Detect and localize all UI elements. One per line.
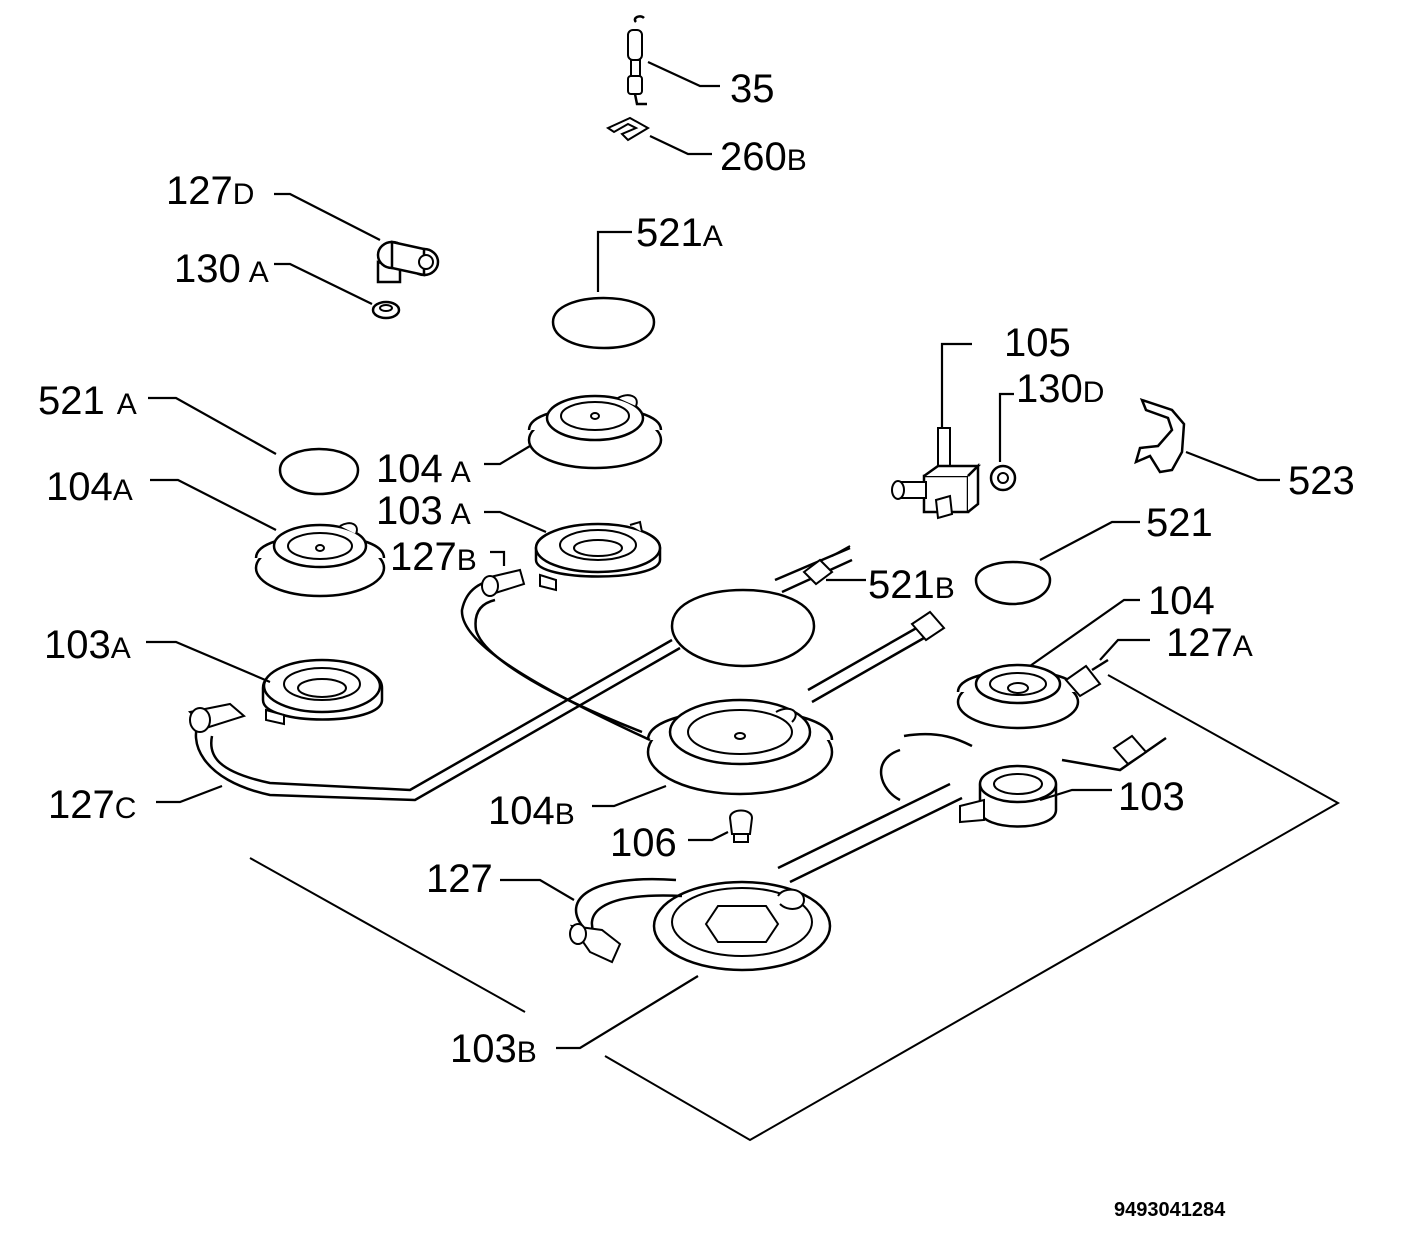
callout-104a-left: 104A	[46, 465, 133, 509]
callout-106: 106	[610, 821, 677, 865]
burner-head-part	[254, 522, 386, 598]
callout-103a-left: 103A	[44, 623, 131, 667]
callout-105: 105	[1004, 321, 1071, 365]
burner-cap-part	[278, 447, 360, 496]
clip-part	[605, 116, 650, 142]
thermocouple-part	[627, 15, 647, 106]
document-number: 9493041284	[1114, 1199, 1226, 1221]
callout-127b: 127B	[390, 535, 477, 579]
bracket-part	[1134, 397, 1186, 474]
burner-base-part	[959, 764, 1058, 828]
injector-jet-part	[728, 809, 754, 843]
burner-head-part	[646, 698, 834, 796]
callout-35: 35	[730, 67, 775, 111]
elbow-fitting-part	[376, 240, 440, 284]
callout-103: 103	[1118, 775, 1185, 819]
burner-cap-part	[974, 560, 1052, 606]
washer-part	[989, 464, 1017, 492]
callout-127a: 127A	[1166, 621, 1253, 665]
burner-head-part	[527, 394, 663, 470]
callout-521b: 521B	[868, 563, 955, 607]
burner-cap-part	[670, 588, 816, 668]
gas-tap-part	[891, 427, 982, 520]
burner-base-part	[261, 658, 384, 726]
callout-127c: 127C	[48, 783, 136, 827]
callout-130d: 130D	[1016, 367, 1104, 411]
cooktop-frame	[249, 674, 1341, 1142]
washer-part	[371, 300, 401, 320]
callout-104b: 104B	[488, 789, 575, 833]
callout-103b: 103B	[450, 1027, 537, 1071]
burner-cap-part	[551, 296, 656, 350]
callout-127d: 127D	[166, 169, 254, 213]
callout-523: 523	[1288, 459, 1355, 503]
gas-pipes	[187, 545, 1167, 964]
callout-260b: 260B	[720, 135, 807, 179]
callout-127: 127	[426, 857, 493, 901]
callout-104: 104	[1148, 579, 1215, 623]
leader-lines	[146, 61, 1280, 1050]
callout-521: 521	[1146, 501, 1213, 545]
burner-base-part	[652, 880, 832, 972]
burner-base-part	[534, 520, 662, 592]
callout-521a-top: 521A	[636, 211, 723, 255]
burner-head-part	[956, 663, 1080, 730]
